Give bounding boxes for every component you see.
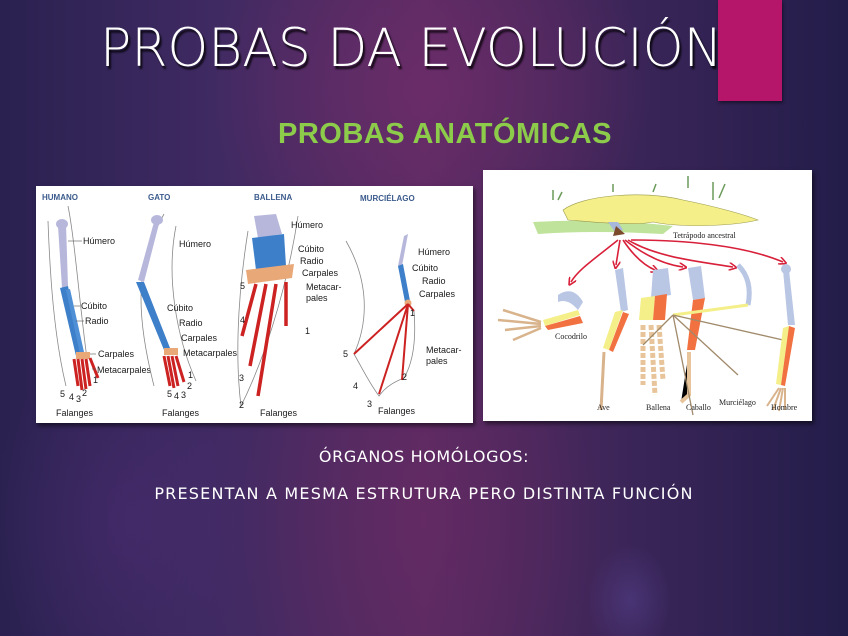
svg-text:3: 3 [181,390,186,400]
svg-text:Cúbito: Cúbito [412,263,438,273]
human-limb [766,264,795,412]
svg-text:Húmero: Húmero [83,236,115,246]
svg-text:Falanges: Falanges [260,408,298,418]
svg-text:Radio: Radio [179,318,203,328]
tetrapod-evolution-figure: Tetrápodo ancestral [483,170,812,421]
evolution-arrows [571,239,783,282]
bat-wing-drawing [345,234,416,397]
svg-text:3: 3 [367,399,372,409]
svg-text:Húmero: Húmero [418,247,450,257]
accent-bar [718,0,782,101]
svg-text:Metacar-: Metacar- [306,282,342,292]
crocodile-limb [497,291,583,342]
svg-text:Caballo: Caballo [686,403,711,412]
svg-text:Ave: Ave [597,403,610,412]
svg-text:Carpales: Carpales [302,268,339,278]
svg-text:5: 5 [167,389,172,399]
svg-text:pales: pales [306,293,328,303]
svg-text:Cúbito: Cúbito [298,244,324,254]
svg-text:3: 3 [239,373,244,383]
slide-subtitle: PROBAS ANATÓMICAS [278,118,612,150]
header-ballena: BALLENA [254,193,292,202]
homologous-limbs-figure: HUMANO GATO BALLENA MURCIÉLAGO Húmero [36,186,473,423]
header-gato: GATO [148,193,170,202]
header-murcielago: MURCIÉLAGO [360,194,415,203]
svg-text:Falanges: Falanges [378,406,416,416]
human-arm-drawing [47,205,100,391]
svg-text:Hombre: Hombre [771,403,798,412]
svg-text:Carpales: Carpales [419,289,456,299]
svg-text:Ballena: Ballena [646,403,671,412]
svg-text:4: 4 [353,381,358,391]
svg-text:1: 1 [93,375,98,385]
whale-flipper-drawing [237,214,299,408]
header-humano: HUMANO [42,193,78,202]
svg-text:Metacar-: Metacar- [426,345,462,355]
svg-text:4: 4 [69,392,74,402]
bird-limb [599,268,629,411]
svg-text:Metacarpales: Metacarpales [183,348,238,358]
svg-text:Carpales: Carpales [181,333,218,343]
svg-text:1: 1 [188,370,193,380]
svg-text:1: 1 [305,326,310,336]
bat-limb [642,263,784,416]
svg-text:Radio: Radio [422,276,446,286]
svg-text:5: 5 [343,349,348,359]
svg-text:Cúbito: Cúbito [81,301,107,311]
svg-text:3: 3 [76,394,81,404]
svg-text:5: 5 [60,389,65,399]
svg-text:2: 2 [239,400,244,410]
svg-text:Cocodrilo: Cocodrilo [555,332,587,341]
svg-text:Carpales: Carpales [98,349,135,359]
ancestor-label: Tetrápodo ancestral [673,231,737,240]
svg-text:2: 2 [402,372,407,382]
ancestor-scene [533,176,759,236]
svg-text:Metacarpales: Metacarpales [97,365,152,375]
svg-text:4: 4 [174,391,179,401]
svg-text:1: 1 [410,308,415,318]
svg-text:Húmero: Húmero [291,220,323,230]
caption-heading: ÓRGANOS HOMÓLOGOS: [318,447,530,466]
cat-leg-drawing [136,213,197,389]
svg-text:Radio: Radio [85,316,109,326]
svg-text:2: 2 [82,388,87,398]
svg-text:Cúbito: Cúbito [167,303,193,313]
svg-text:Falanges: Falanges [56,408,94,418]
slide-title: PROBAS DA EVOLUCIÓN [100,18,723,79]
svg-text:2: 2 [187,381,192,391]
svg-text:Radio: Radio [300,256,324,266]
svg-text:pales: pales [426,356,448,366]
svg-text:4: 4 [240,315,245,325]
svg-text:Murciélago: Murciélago [719,398,756,407]
caption-body: PRESENTAN A MESMA ESTRUTURA PERO DISTINT… [154,484,694,503]
svg-text:Húmero: Húmero [179,239,211,249]
whale-limb [639,268,671,396]
svg-text:Falanges: Falanges [162,408,200,418]
svg-text:5: 5 [240,281,245,291]
